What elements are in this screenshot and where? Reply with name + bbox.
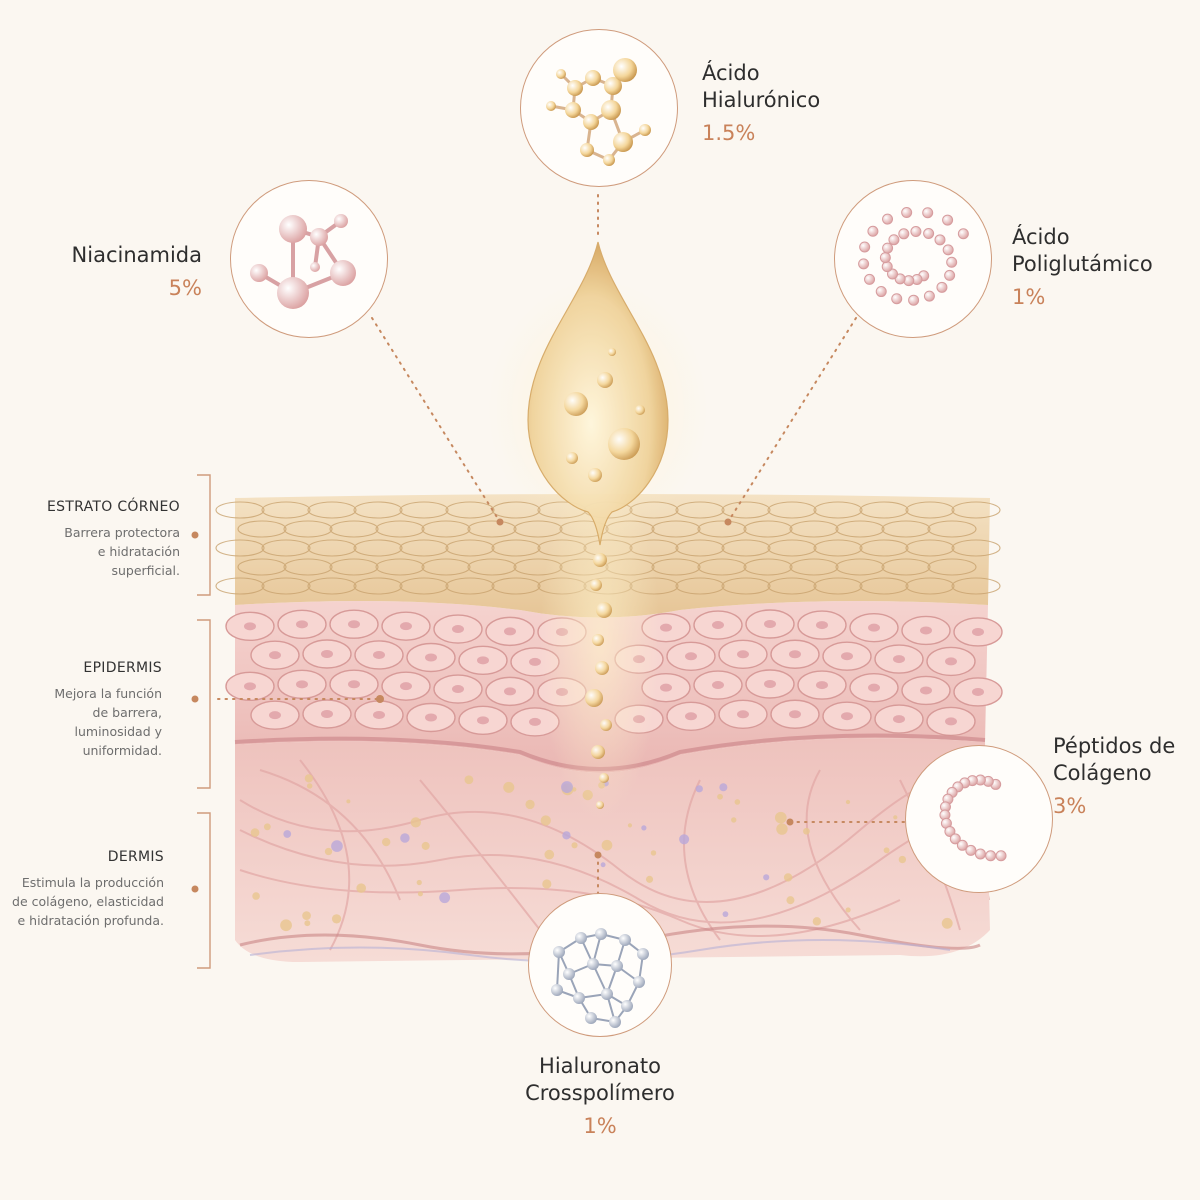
ingredient-name: Niacinamida bbox=[71, 243, 202, 267]
dermis-layer bbox=[235, 738, 990, 962]
layer-label-epidermis: EPIDERMIS Mejora la función de barrera, … bbox=[54, 660, 162, 760]
layer-description: Mejora la función de barrera, luminosida… bbox=[54, 686, 162, 758]
serum-trail bbox=[585, 553, 612, 809]
label-crosspolymer: Hialuronato Crosspolímero 1% bbox=[500, 1053, 700, 1140]
polyglutamic-acid-ring bbox=[834, 180, 992, 338]
molecule-network-icon bbox=[551, 928, 649, 1028]
ingredient-percent: 1% bbox=[583, 1114, 617, 1138]
epidermis-cells bbox=[225, 609, 1003, 737]
ingredient-percent: 1% bbox=[1012, 285, 1046, 309]
ingredient-name: Ácido Poliglutámico bbox=[1012, 225, 1153, 276]
layer-title: ESTRATO CÓRNEO bbox=[46, 499, 180, 515]
hyaluronic-acid-ring bbox=[520, 29, 678, 187]
layer-label-stratum: ESTRATO CÓRNEO Barrera protectora e hidr… bbox=[47, 499, 180, 580]
label-collagen-peptides: Péptidos de Colágeno 3% bbox=[1053, 733, 1175, 820]
ingredient-name: Ácido Hialurónico bbox=[702, 61, 821, 112]
molecule-chain-icon bbox=[939, 774, 1007, 862]
connector-lines bbox=[217, 194, 906, 894]
ingredient-name: Hialuronato Crosspolímero bbox=[525, 1054, 675, 1105]
molecule-icon bbox=[250, 214, 356, 309]
label-polyglutamic-acid: Ácido Poliglutámico 1% bbox=[1012, 224, 1153, 311]
ingredient-percent: 5% bbox=[168, 276, 202, 300]
molecule-icon bbox=[546, 58, 651, 166]
layer-label-dermis: DERMIS Estimula la producción de colágen… bbox=[12, 849, 164, 930]
ingredient-percent: 1.5% bbox=[702, 121, 756, 145]
niacinamide-ring bbox=[230, 180, 388, 338]
crosspolymer-ring bbox=[528, 893, 672, 1037]
label-niacinamide: Niacinamida 5% bbox=[72, 242, 202, 302]
collagen-peptides-ring bbox=[905, 745, 1053, 893]
layer-title: DERMIS bbox=[107, 849, 164, 865]
ingredient-percent: 3% bbox=[1053, 794, 1087, 818]
ingredient-name: Péptidos de Colágeno bbox=[1053, 734, 1176, 785]
molecule-chain-icon bbox=[858, 207, 969, 306]
layer-brackets bbox=[197, 474, 211, 969]
label-hyaluronic-acid: Ácido Hialurónico 1.5% bbox=[702, 60, 820, 147]
layer-description: Barrera protectora e hidratación superfi… bbox=[64, 525, 180, 578]
layer-description: Estimula la producción de colágeno, elas… bbox=[12, 875, 164, 928]
layer-title: EPIDERMIS bbox=[83, 660, 162, 676]
droplet-icon bbox=[488, 241, 708, 546]
